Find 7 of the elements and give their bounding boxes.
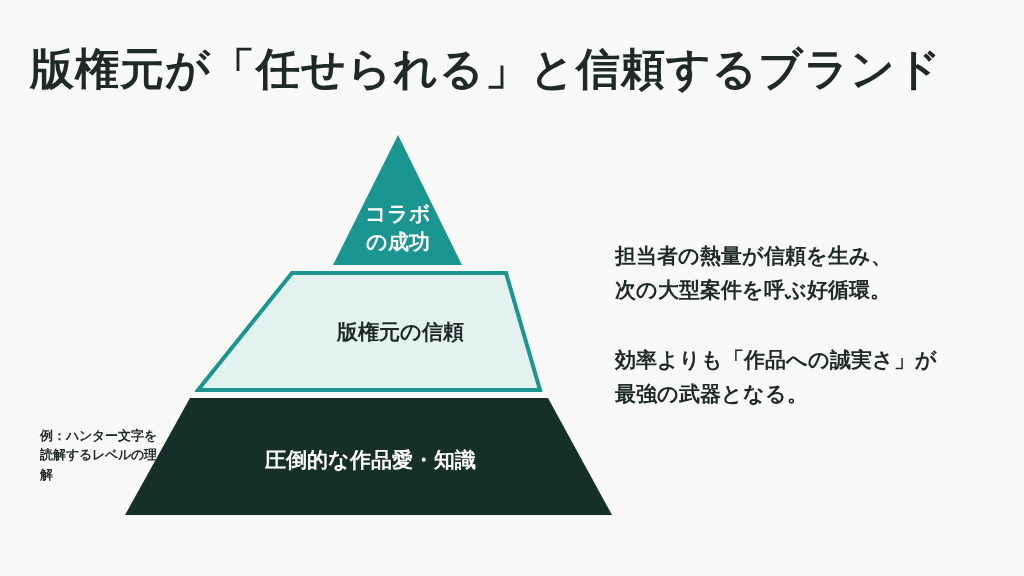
- tier-label: 圧倒的な作品愛・知識: [263, 447, 477, 474]
- title: 版権元が「任せられる」と信頼するブランド: [30, 42, 942, 96]
- tier-label: 版権元の信頼: [335, 319, 465, 346]
- description-text: 担当者の熱量が信頼を生み、次の大型案件を呼ぶ好循環。: [615, 243, 893, 304]
- example-note: 例：ハンター文字を読解するレベルの理解: [40, 427, 158, 484]
- description-text: 効率よりも「作品への誠実さ」が最強の武器となる。: [615, 347, 938, 408]
- tier-label: コラボの成功: [365, 201, 431, 257]
